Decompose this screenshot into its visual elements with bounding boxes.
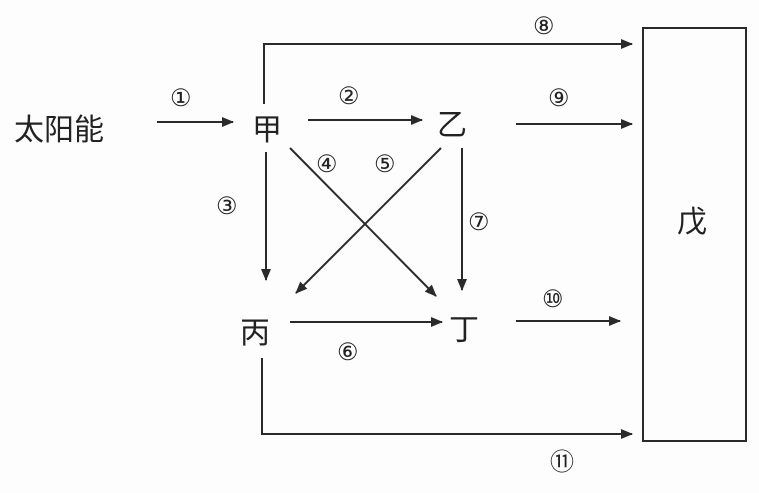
label-4: ④ [316,150,338,178]
label-2: ② [338,82,360,110]
box-wu [642,27,747,442]
arrow-5 [295,147,442,294]
node-ding: 丁 [449,313,479,348]
node-bing: 丙 [240,316,270,351]
label-1: ① [170,84,192,112]
arrow-4 [289,147,437,297]
node-wu: 戊 [677,205,707,240]
label-3: ③ [216,192,238,220]
label-11: ⑪ [550,448,574,476]
arrow-11 [261,358,633,439]
label-10: ⑩ [542,285,564,313]
label-6: ⑥ [337,338,359,366]
label-8: ⑧ [533,12,555,40]
arrow-8 [263,39,633,104]
label-5: ⑤ [374,150,396,178]
node-sun: 太阳能 [14,113,104,148]
label-9: ⑨ [548,84,570,112]
node-yi: 乙 [437,108,467,143]
node-jia: 甲 [252,113,282,148]
label-7: ⑦ [468,208,490,236]
